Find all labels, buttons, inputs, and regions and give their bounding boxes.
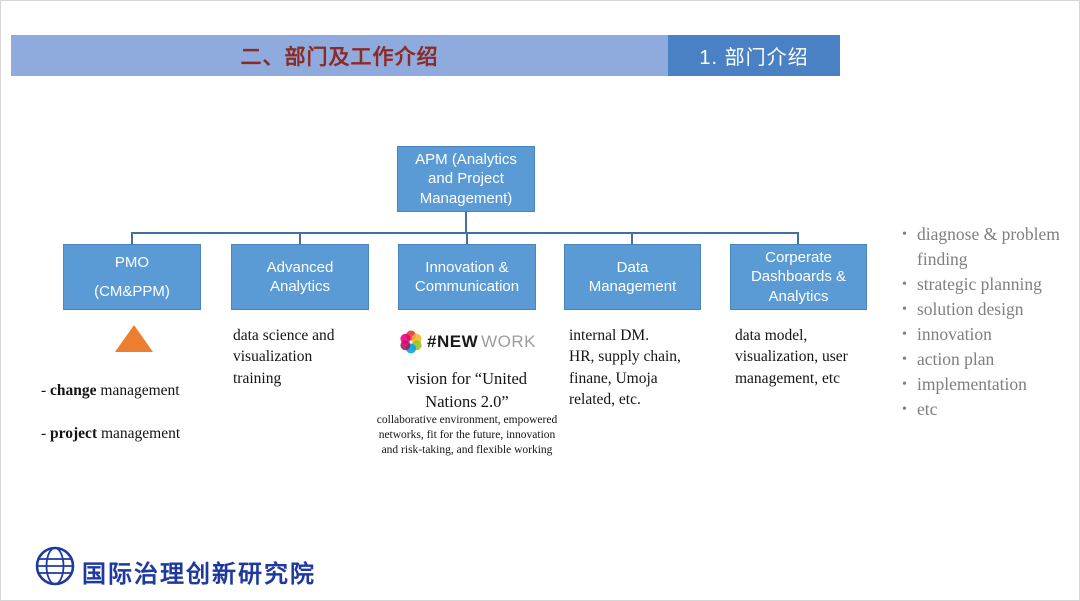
- section-title: 二、部门及工作介绍: [240, 45, 439, 69]
- bullet-item: implementation: [899, 372, 1080, 397]
- bullet-list: diagnose & problem finding strategic pla…: [899, 222, 1080, 422]
- connector-stub-innovation: [466, 234, 468, 244]
- institute-name: 国际治理创新研究院: [82, 561, 316, 588]
- pmo-note-project: - project management: [41, 425, 181, 443]
- pmo-notes: - change management - project management: [41, 359, 219, 466]
- bullet-item: innovation: [899, 322, 1080, 347]
- connector-stub-data: [631, 234, 633, 244]
- corporate-dashboards-note: data model, visualization, user manageme…: [735, 327, 848, 387]
- node-innovation-communication: Innovation & Communication: [398, 244, 536, 310]
- bullet-item: diagnose & problem finding: [899, 222, 1080, 272]
- newwork-flower-icon: [400, 330, 422, 354]
- newwork-work: WORK: [481, 332, 537, 351]
- bullet-item: action plan: [899, 347, 1080, 372]
- node-corporate-dashboards: Corperate Dashboards & Analytics: [730, 244, 867, 310]
- connector-root-stub: [465, 212, 467, 233]
- bullet-item: etc: [899, 397, 1080, 422]
- vision-note: vision for “United Nations 2.0”: [406, 369, 528, 411]
- vision-subnote: collaborative environment, empowered net…: [376, 414, 558, 457]
- node-advanced-analytics: Advanced Analytics: [231, 244, 369, 310]
- header-bar: 二、部门及工作介绍: [11, 35, 668, 76]
- connector-stub-pmo: [131, 234, 133, 244]
- subsection-badge: 1. 部门介绍: [668, 35, 840, 76]
- node-pmo: PMO (CM&PPM): [63, 244, 201, 310]
- pmo-note-change: - change management: [41, 382, 180, 400]
- triangle-icon: [115, 325, 153, 352]
- node-pmo-line2: (CM&PPM): [94, 282, 170, 300]
- node-data-management: Data Management: [564, 244, 701, 310]
- node-apm-root: APM (Analytics and Project Management): [397, 146, 535, 212]
- advanced-analytics-note: data science and visualization training: [233, 327, 335, 387]
- newwork-hash-new: #NEW: [427, 332, 479, 351]
- data-management-note: internal DM. HR, supply chain, finane, U…: [569, 327, 681, 409]
- globe-icon: [35, 546, 75, 586]
- bullet-item: strategic planning: [899, 272, 1080, 297]
- node-pmo-line1: PMO: [114, 254, 150, 271]
- bullet-item: solution design: [899, 297, 1080, 322]
- connector-stub-corporate: [797, 234, 799, 244]
- connector-stub-advanced: [299, 234, 301, 244]
- connector-horizontal: [131, 232, 799, 234]
